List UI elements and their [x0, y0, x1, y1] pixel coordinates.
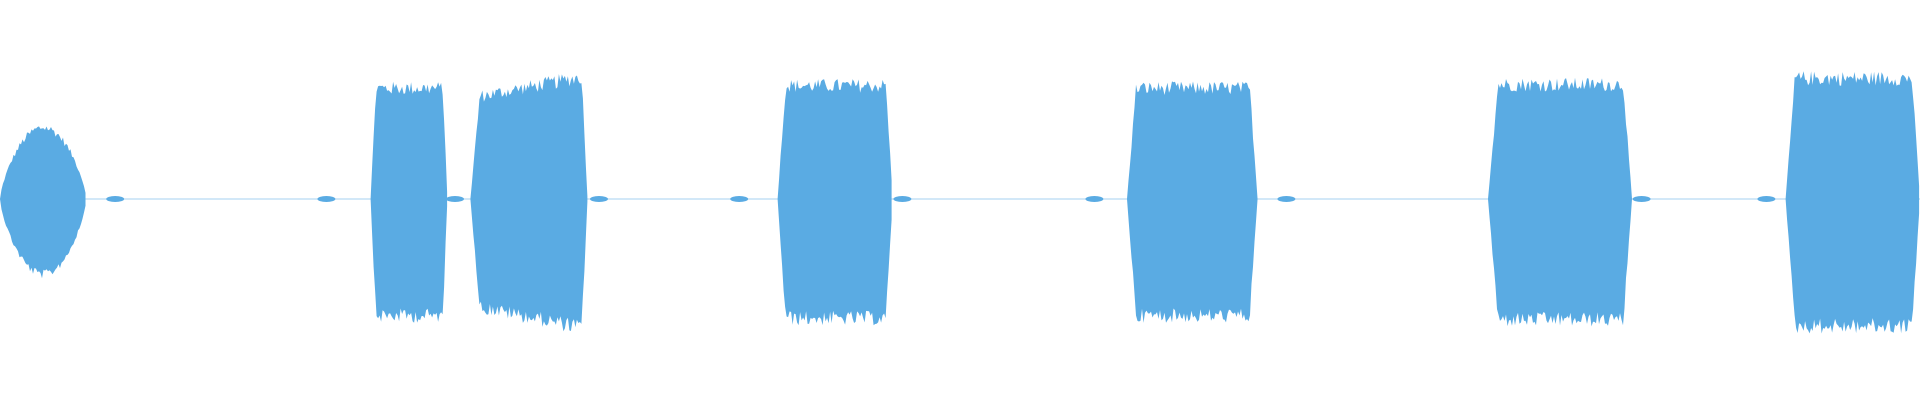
waveform-blip [446, 196, 464, 202]
waveform-segment [370, 81, 448, 323]
waveform-segment [1785, 71, 1920, 334]
waveform-segment [1488, 77, 1632, 327]
waveform-blip [1757, 196, 1776, 202]
waveform-segment [1127, 81, 1258, 323]
waveform-blip [730, 196, 749, 202]
waveform-blip [1085, 196, 1104, 202]
waveform-blip [893, 196, 912, 202]
waveform-amplitude [0, 71, 1920, 334]
waveform-segment [470, 74, 588, 332]
waveform-segment [777, 79, 892, 326]
waveform-blip [1632, 196, 1651, 202]
waveform-blip [106, 196, 125, 202]
waveform-segment [0, 126, 86, 279]
waveform-blip [590, 196, 608, 202]
waveform-blip [317, 196, 336, 202]
waveform-blip [1277, 196, 1296, 202]
